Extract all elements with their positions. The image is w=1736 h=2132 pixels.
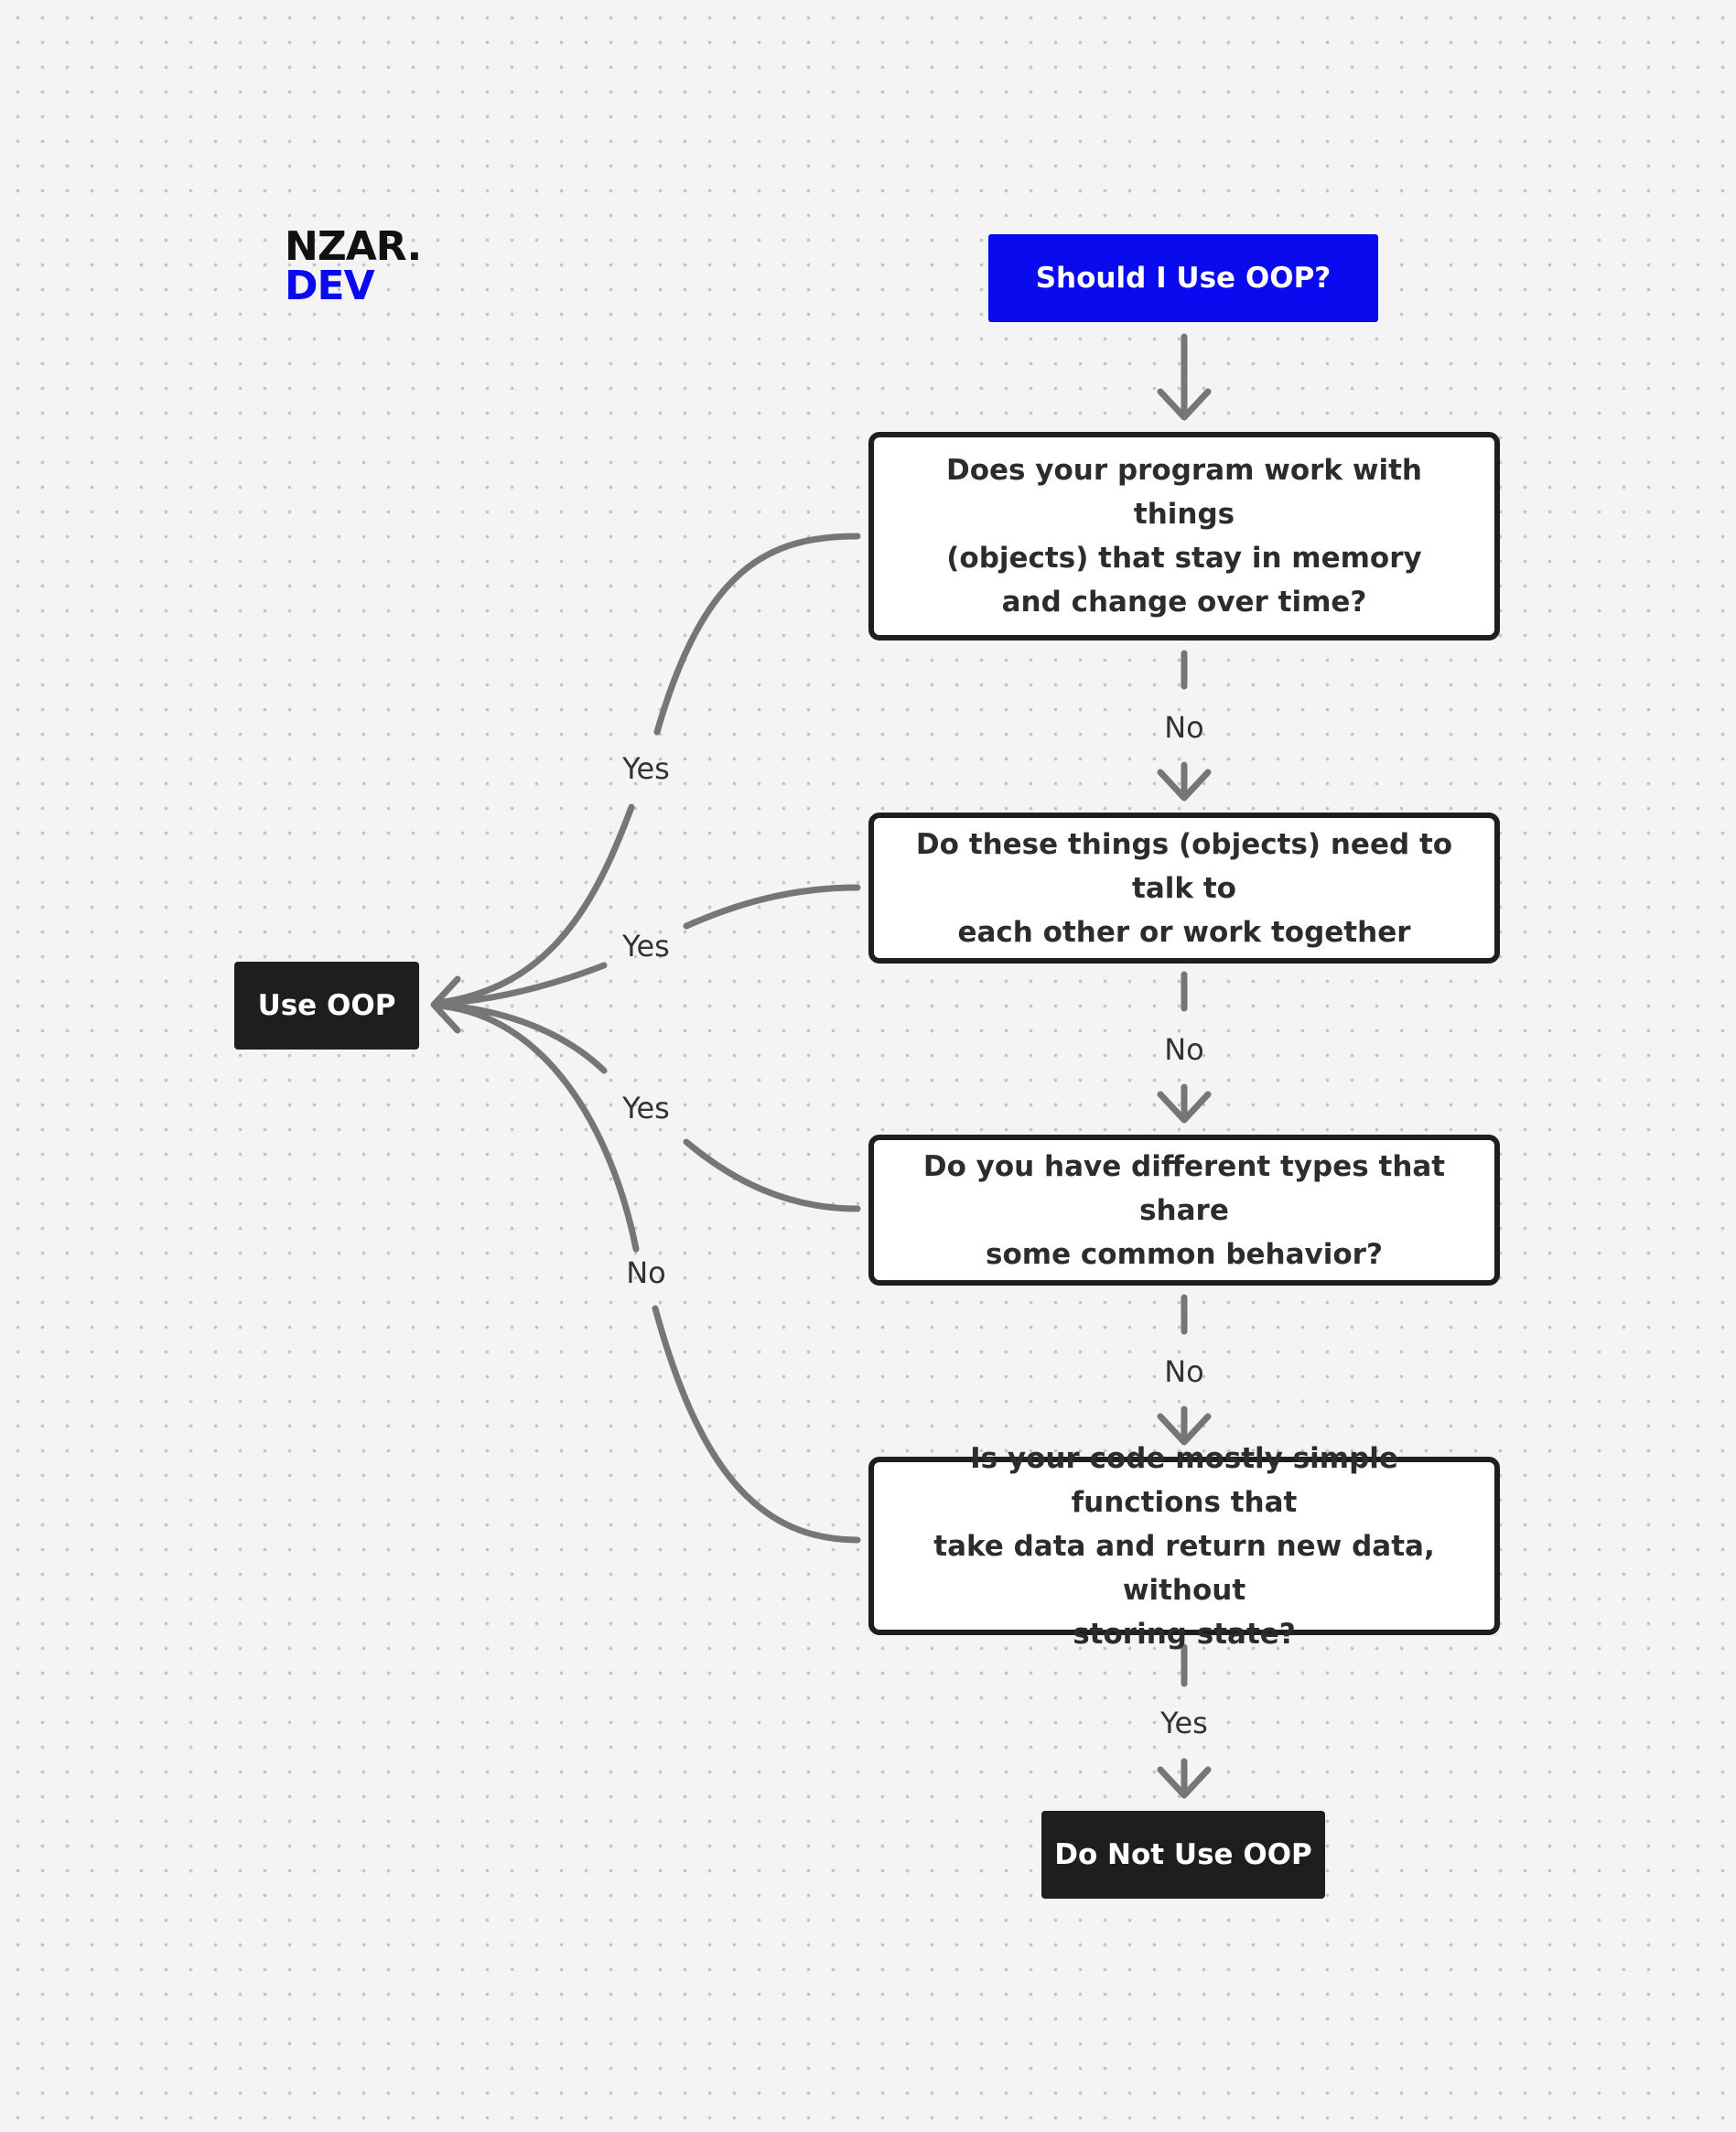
arrowhead-end [1157,1766,1212,1799]
question-2-box: Do these things (objects) need to talk t… [868,813,1500,964]
do-not-use-oop-label: Do Not Use OOP [1054,1838,1312,1871]
edge-q2-to-use-oop-upper [683,884,861,930]
use-oop-outcome: Use OOP [234,962,419,1050]
edge-label-q2-yes: Yes [622,929,670,964]
arrowhead-q2 [1157,769,1212,802]
logo-line-1: NZAR. [285,223,422,270]
edge-label-q3-yes: Yes [622,1091,670,1125]
edge-q1-to-use-oop-lower [434,803,635,1007]
edge-q2-to-use-oop-lower [434,962,608,1007]
arrowhead-q4 [1157,1413,1212,1446]
start-node-label: Should I Use OOP? [1035,262,1332,295]
arrowhead-q1 [1157,388,1212,421]
edge-q4-to-use-oop-upper [434,1002,640,1253]
edge-q3-to-use-oop-lower [683,1138,861,1212]
edge-label-q4-no: No [626,1255,666,1290]
start-node: Should I Use OOP? [988,234,1378,322]
edge-q4-to-use-oop-lower [652,1305,861,1544]
use-oop-label: Use OOP [257,989,396,1022]
question-2-text: Do these things (objects) need to talk t… [915,827,1453,949]
do-not-use-oop-outcome: Do Not Use OOP [1041,1811,1325,1899]
edge-label-q3-no: No [1164,1354,1204,1389]
question-4-text: Is your code mostly simple functions tha… [933,1441,1435,1651]
question-1-box: Does your program work with things (obje… [868,432,1500,641]
question-3-box: Do you have different types that share s… [868,1135,1500,1286]
arrowhead-use-oop [430,975,461,1034]
question-1-text: Does your program work with things (obje… [945,454,1422,619]
edge-label-q4-yes: Yes [1160,1706,1208,1740]
edge-label-q2-no: No [1164,1032,1204,1067]
arrowhead-q3 [1157,1091,1212,1124]
question-4-box: Is your code mostly simple functions tha… [868,1442,1500,1651]
question-3-text: Do you have different types that share s… [922,1149,1446,1271]
edge-label-q1-no: No [1164,710,1204,745]
edge-label-q1-yes: Yes [622,751,670,786]
logo-line-2: DEV [285,263,375,309]
edge-q1-to-use-oop-upper [653,533,861,736]
brand-logo: NZAR. DEV [285,223,422,309]
